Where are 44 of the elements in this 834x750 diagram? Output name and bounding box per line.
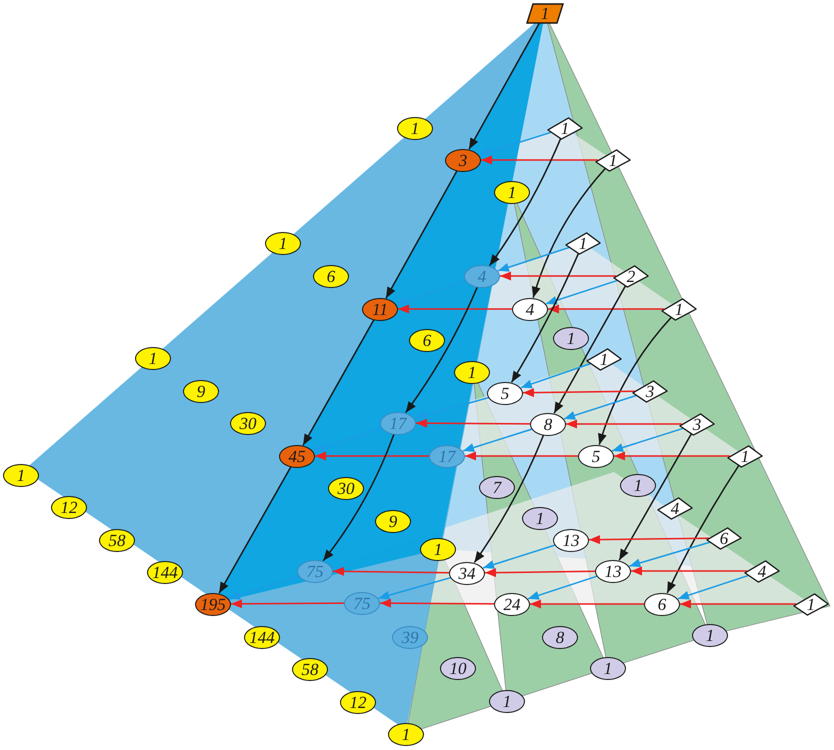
ellipse-node: 1 bbox=[397, 116, 433, 140]
arrow bbox=[405, 286, 478, 414]
arrow bbox=[322, 434, 395, 562]
ellipse-node: 1 bbox=[388, 722, 424, 746]
arrow bbox=[530, 600, 644, 608]
arrow bbox=[474, 434, 544, 563]
ellipse-node: 144 bbox=[244, 626, 280, 648]
arrow bbox=[484, 568, 596, 578]
arrow bbox=[228, 575, 300, 600]
arrow bbox=[468, 22, 541, 150]
parallelogram-node: 1 bbox=[526, 2, 564, 24]
ellipse-node: 195 bbox=[195, 592, 231, 616]
arrow bbox=[385, 170, 458, 299]
arrow bbox=[614, 452, 730, 460]
arrow bbox=[482, 544, 556, 569]
ellipse-node: 12 bbox=[340, 690, 376, 714]
arrow bbox=[398, 304, 512, 314]
arrow bbox=[312, 427, 382, 452]
ellipse-node: 144 bbox=[147, 560, 183, 584]
arrow bbox=[332, 566, 450, 576]
arrow bbox=[414, 396, 489, 420]
ellipse-node: 12 bbox=[51, 496, 87, 518]
arrow bbox=[680, 600, 796, 608]
arrow bbox=[528, 575, 598, 600]
arrow bbox=[631, 566, 747, 576]
arrow bbox=[380, 598, 494, 608]
arrow bbox=[218, 466, 292, 594]
arrow bbox=[566, 420, 682, 428]
arrow bbox=[378, 576, 451, 600]
arrow bbox=[302, 319, 375, 446]
arrow bbox=[416, 418, 530, 428]
ellipse-node: 1 bbox=[3, 464, 39, 486]
ellipse-node: 1 bbox=[135, 346, 171, 370]
arrow bbox=[462, 428, 532, 452]
arrow bbox=[396, 280, 466, 305]
arrow bbox=[548, 304, 664, 314]
arrow bbox=[315, 452, 429, 460]
ellipse-node: 1 bbox=[265, 232, 301, 254]
arrow bbox=[500, 272, 616, 280]
ellipse-node: 58 bbox=[292, 658, 328, 680]
arrow bbox=[231, 599, 344, 608]
ellipse-node: 58 bbox=[99, 528, 135, 552]
arrow bbox=[481, 156, 598, 164]
arrow bbox=[465, 452, 578, 460]
